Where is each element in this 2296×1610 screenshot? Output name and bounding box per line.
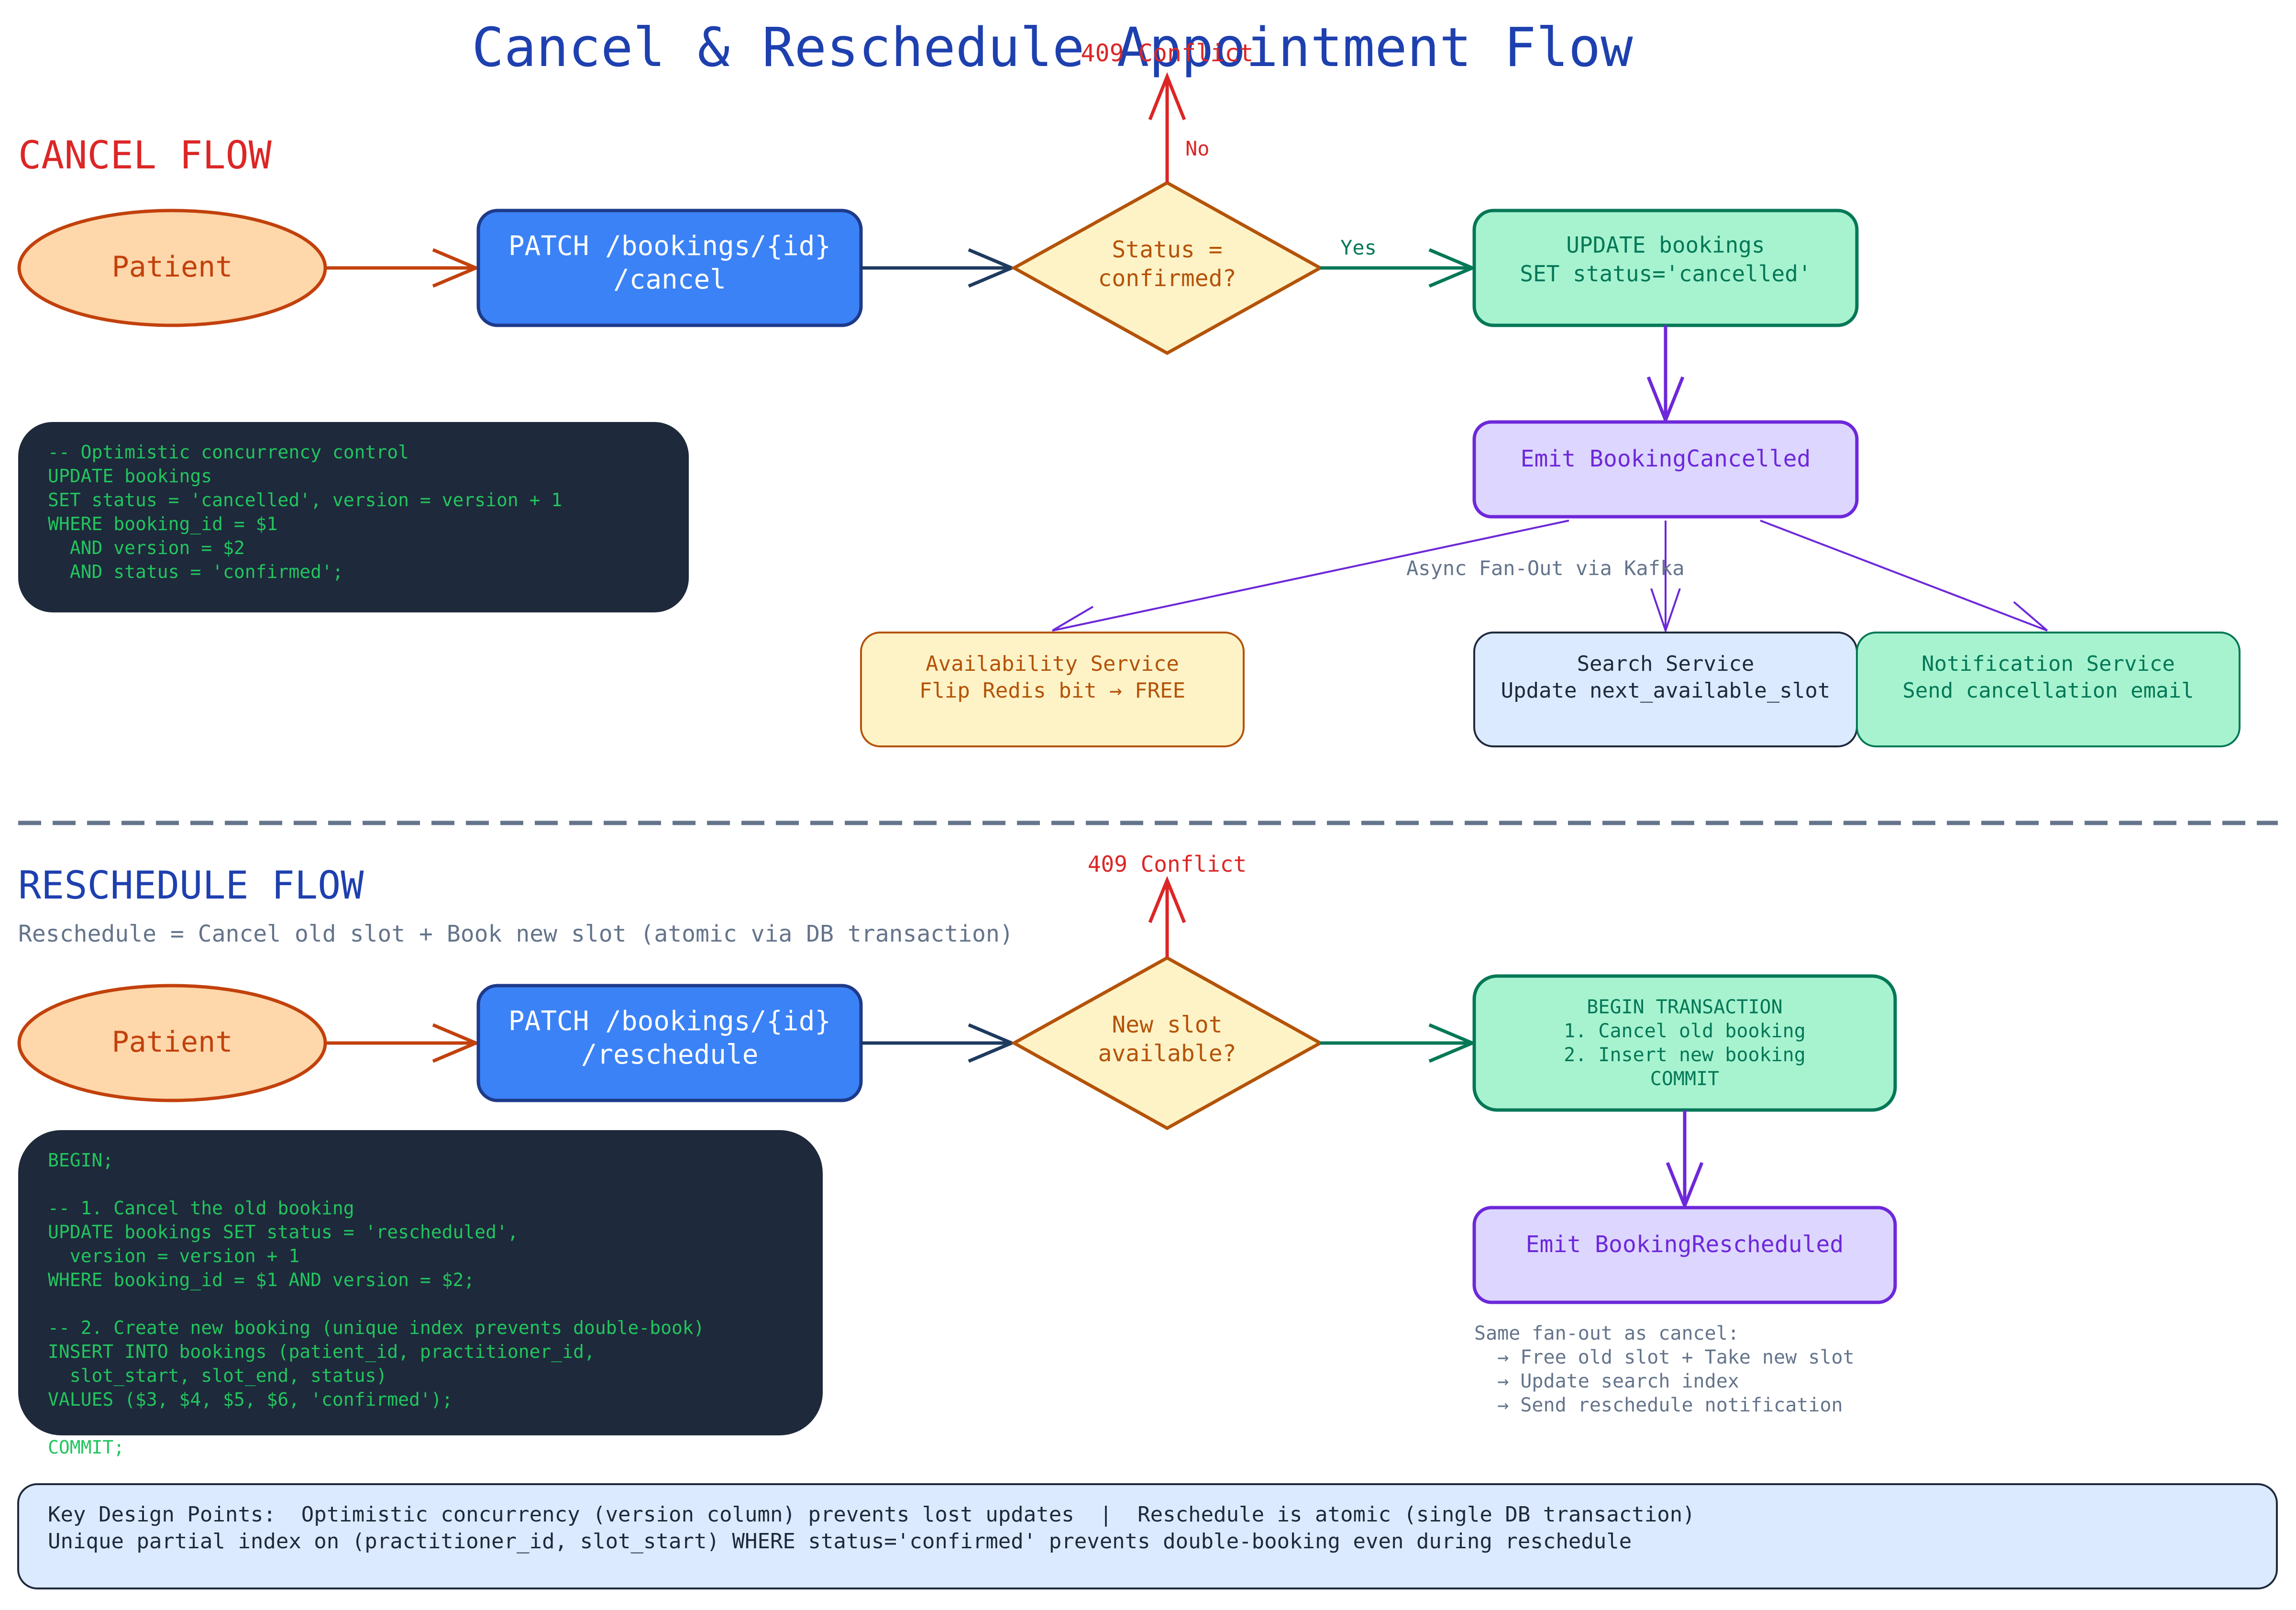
search-service-desc: Update next_available_slot: [1501, 678, 1831, 703]
cancel-update-line-2: SET status='cancelled': [1520, 261, 1811, 287]
cancel-patient-node: Patient: [17, 209, 327, 327]
notification-service-node: Notification Service Send cancellation e…: [1856, 632, 2241, 747]
reschedule-sql-line: WHERE booking_id = $1 AND version = $2;: [48, 1269, 475, 1291]
cancel-no-label: No: [1185, 137, 1210, 160]
reschedule-conflict-label: 409 Conflict: [1088, 851, 1247, 877]
cancel-decision-line-2: confirmed?: [1098, 265, 1236, 292]
search-service-title: Search Service: [1577, 652, 1755, 676]
transaction-line: COMMIT: [1650, 1068, 1720, 1090]
key-point-line-2: Unique partial index on (practitioner_id…: [48, 1529, 1632, 1554]
reschedule-arrow-transaction-event: [1666, 1110, 1704, 1210]
reschedule-transaction-node: BEGIN TRANSACTION 1. Cancel old booking …: [1472, 974, 1897, 1112]
cancel-sql-line: UPDATE bookings: [48, 466, 212, 487]
reschedule-patient-label: Patient: [112, 1025, 233, 1059]
reschedule-fanout-note: Same fan-out as cancel: → Free old slot …: [1474, 1322, 1854, 1416]
cancel-yes-label: Yes: [1340, 236, 1377, 259]
cancel-update-line-1: UPDATE bookings: [1566, 232, 1765, 258]
reschedule-sql-line: slot_start, slot_end, status): [48, 1365, 387, 1387]
fanout-note-line: Same fan-out as cancel:: [1474, 1322, 1739, 1344]
cancel-arrow-update-event: [1646, 325, 1685, 425]
cancel-sql-code-block: -- Optimistic concurrency control UPDATE…: [18, 422, 689, 612]
cancel-endpoint-line-2: /cancel: [613, 264, 726, 295]
reschedule-arrow-patient-endpoint: [325, 1023, 480, 1063]
notification-service-title: Notification Service: [1921, 652, 2175, 676]
reschedule-patient-node: Patient: [17, 984, 327, 1102]
cancel-sql-line: -- Optimistic concurrency control: [48, 442, 409, 463]
cancel-event-node: Emit BookingCancelled: [1472, 420, 1859, 519]
cancel-patient-label: Patient: [112, 250, 233, 284]
cancel-conflict-label: 409 Conflict: [1081, 39, 1253, 67]
availability-service-title: Availability Service: [926, 652, 1179, 676]
reschedule-sql-line: VALUES ($3, $4, $5, $6, 'confirmed');: [48, 1389, 453, 1410]
cancel-endpoint-line-1: PATCH /bookings/{id}: [508, 231, 831, 262]
reschedule-sql-lines: BEGIN; -- 1. Cancel the old booking UPDA…: [48, 1150, 705, 1458]
reschedule-arrow-conflict: [1148, 876, 1186, 958]
reschedule-endpoint-line-1: PATCH /bookings/{id}: [508, 1006, 831, 1037]
reschedule-section-label: RESCHEDULE FLOW: [18, 863, 364, 908]
reschedule-sql-line: version = version + 1: [48, 1245, 299, 1266]
reschedule-endpoint-node: PATCH /bookings/{id} /reschedule: [476, 984, 863, 1102]
transaction-line: BEGIN TRANSACTION: [1587, 996, 1782, 1018]
cancel-fanout-label: Async Fan-Out via Kafka: [1406, 556, 1685, 580]
cancel-sql-line: AND version = $2: [48, 537, 245, 558]
diagram-title: Cancel & Reschedule Appointment Flow: [472, 17, 1633, 79]
cancel-sql-line: SET status = 'cancelled', version = vers…: [48, 489, 562, 511]
availability-service-desc: Flip Redis bit → FREE: [919, 678, 1185, 703]
cancel-decision-node: Status = confirmed?: [1010, 180, 1324, 355]
cancel-arrow-endpoint-decision: [861, 248, 1016, 288]
fanout-note-line: → Send reschedule notification: [1474, 1394, 1843, 1416]
cancel-decision-line-1: Status =: [1112, 236, 1222, 263]
fanout-note-line: → Free old slot + Take new slot: [1474, 1346, 1854, 1368]
key-design-points-box: Key Design Points: Optimistic concurrenc…: [17, 1483, 2278, 1589]
cancel-sql-line: WHERE booking_id = $1: [48, 513, 277, 535]
reschedule-event-node: Emit BookingRescheduled: [1472, 1206, 1897, 1304]
cancel-arrow-no: [1148, 72, 1186, 183]
reschedule-sql-line: UPDATE bookings SET status = 'reschedule…: [48, 1221, 519, 1243]
reschedule-sql-line: -- 1. Cancel the old booking: [48, 1198, 354, 1219]
reschedule-sql-code-block: BEGIN; -- 1. Cancel the old booking UPDA…: [18, 1130, 823, 1458]
cancel-arrow-patient-endpoint: [325, 248, 480, 288]
reschedule-decision-line-1: New slot: [1112, 1011, 1222, 1038]
reschedule-sql-line: BEGIN;: [48, 1150, 113, 1171]
key-point-line-1: Key Design Points: Optimistic concurrenc…: [48, 1502, 1695, 1527]
reschedule-sql-line: INSERT INTO bookings (patient_id, practi…: [48, 1341, 595, 1363]
notification-service-desc: Send cancellation email: [1902, 678, 2194, 703]
reschedule-subtitle: Reschedule = Cancel old slot + Book new …: [18, 921, 1014, 947]
cancel-update-node: UPDATE bookings SET status='cancelled': [1472, 209, 1859, 327]
cancel-fanout-arrows: [1051, 520, 2048, 634]
reschedule-arrow-decision-transaction: [1320, 1023, 1477, 1063]
fanout-note-line: → Update search index: [1474, 1370, 1739, 1392]
reschedule-sql-line: COMMIT;: [48, 1437, 124, 1458]
reschedule-decision-node: New slot available?: [1010, 955, 1324, 1131]
reschedule-sql-line: -- 2. Create new booking (unique index p…: [48, 1317, 705, 1338]
cancel-arrow-yes: [1320, 248, 1477, 288]
search-service-node: Search Service Update next_available_slo…: [1473, 632, 1858, 747]
transaction-line: 2. Insert new booking: [1564, 1044, 1806, 1066]
transaction-line: 1. Cancel old booking: [1564, 1020, 1806, 1042]
cancel-sql-line: AND status = 'confirmed';: [48, 561, 343, 582]
cancel-sql-lines: -- Optimistic concurrency control UPDATE…: [48, 442, 562, 582]
reschedule-event-label: Emit BookingRescheduled: [1526, 1231, 1844, 1258]
reschedule-decision-line-2: available?: [1098, 1040, 1236, 1067]
reschedule-arrow-endpoint-decision: [861, 1023, 1016, 1063]
availability-service-node: Availability Service Flip Redis bit → FR…: [860, 632, 1245, 747]
cancel-section-label: CANCEL FLOW: [18, 133, 272, 178]
reschedule-endpoint-line-2: /reschedule: [581, 1039, 759, 1070]
cancel-endpoint-node: PATCH /bookings/{id} /cancel: [476, 209, 863, 327]
cancel-event-label: Emit BookingCancelled: [1521, 445, 1811, 472]
